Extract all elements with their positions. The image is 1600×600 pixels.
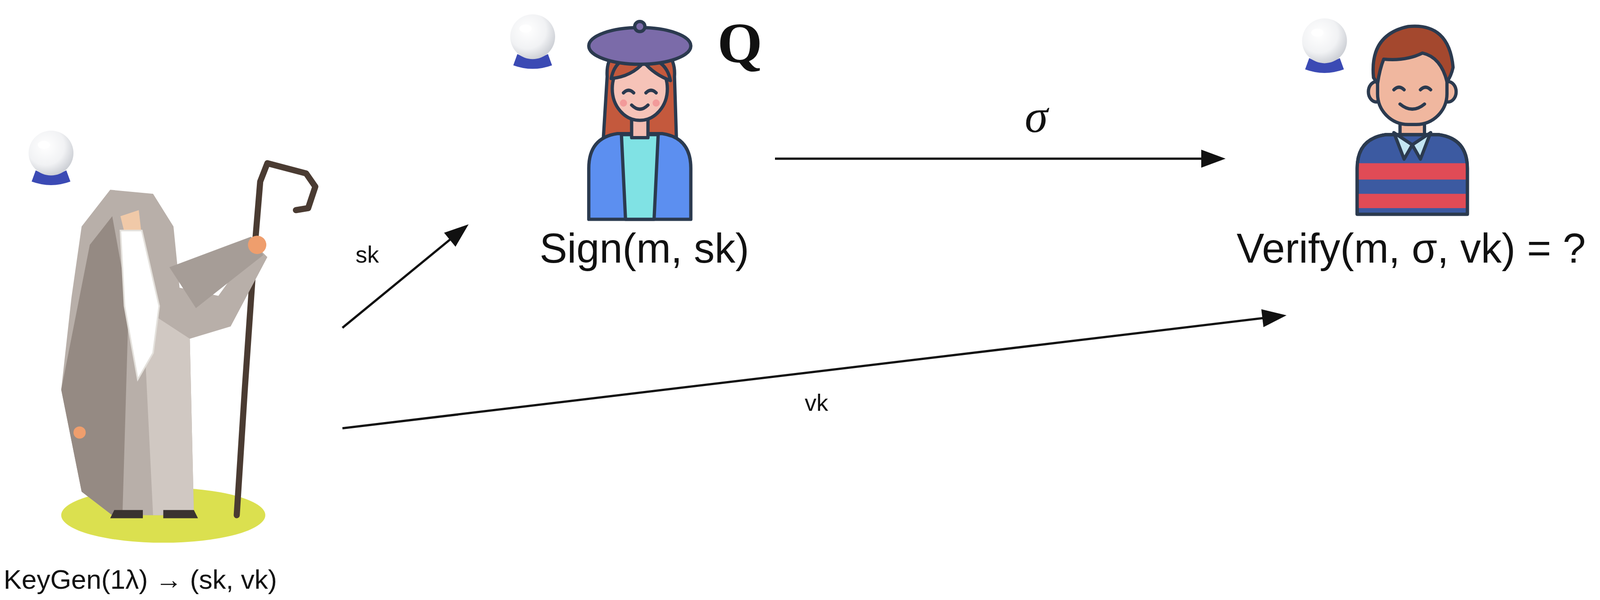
wizard-figure-part [61,189,268,516]
edge-label: vk [804,390,829,416]
verifier-avatar-part [1372,26,1454,84]
party-label: KeyGen(1λ) → (sk, vk) [3,564,278,596]
wizard-figure-part [61,216,129,516]
signer-avatar-part [621,134,659,220]
arrow-line [342,317,1268,429]
crystal-ball-part [1302,18,1348,64]
party-label: Sign(m, sk) [539,224,749,273]
signer-avatar-part [619,99,628,107]
verifier-avatar-part [1355,163,1470,209]
wizard-figure-part [73,426,86,439]
keygen-party: KeyGen(1λ) → (sk, vk) [0,121,343,600]
signer-avatar-part [646,90,657,93]
arrow-connector [342,309,1287,429]
illustration-part [28,14,1470,543]
wizard-figure [61,163,316,543]
verifier-avatar-part [1412,132,1431,160]
arrow-head [444,224,469,247]
edge-label: sk [355,241,379,268]
verifier-avatar-part-part [1355,193,1470,209]
wizard-figure-part [110,510,143,519]
crystal-ball-part [519,24,532,33]
wizard-figure-part [120,230,160,380]
wizard-figure-part [247,235,267,255]
crystal-ball-part [28,130,74,176]
crystal-ball-part [1311,28,1324,37]
signer-avatar-part [623,90,634,93]
signer-avatar [588,21,691,220]
signer-avatar-part [588,133,691,220]
verifier-party: Verify(m, σ, vk) = ? [1225,13,1598,316]
signer-avatar-part [652,99,660,107]
crystal-ball [510,14,556,69]
arrow-line [774,157,1206,160]
verifier-avatar [1355,26,1470,215]
party-label: Verify(m, σ, vk) = ? [1236,224,1586,273]
edge-label: σ [1024,90,1048,142]
wizard-figure-part [163,510,198,519]
arrow-connector [342,224,469,329]
verifier-avatar-part [1420,87,1431,91]
crystal-ball-part [510,14,556,60]
signer-avatar-part [634,21,646,32]
verifier-avatar-part [1399,104,1425,110]
arrow-head [1201,149,1226,168]
verifier-avatar-part-part [1355,163,1470,180]
verifier-avatar-part [1394,87,1405,91]
signer-avatar-part [631,104,648,110]
crystal-ball-part [37,141,51,150]
wizard-figure-part [236,163,315,516]
arrow-line [342,237,454,329]
query-mark: Q [717,11,763,75]
arrow-head [1261,309,1287,328]
arrow-connector [774,149,1226,168]
crystal-ball [1302,18,1348,73]
crystal-ball [28,130,74,186]
verifier-avatar-part [1394,132,1413,160]
